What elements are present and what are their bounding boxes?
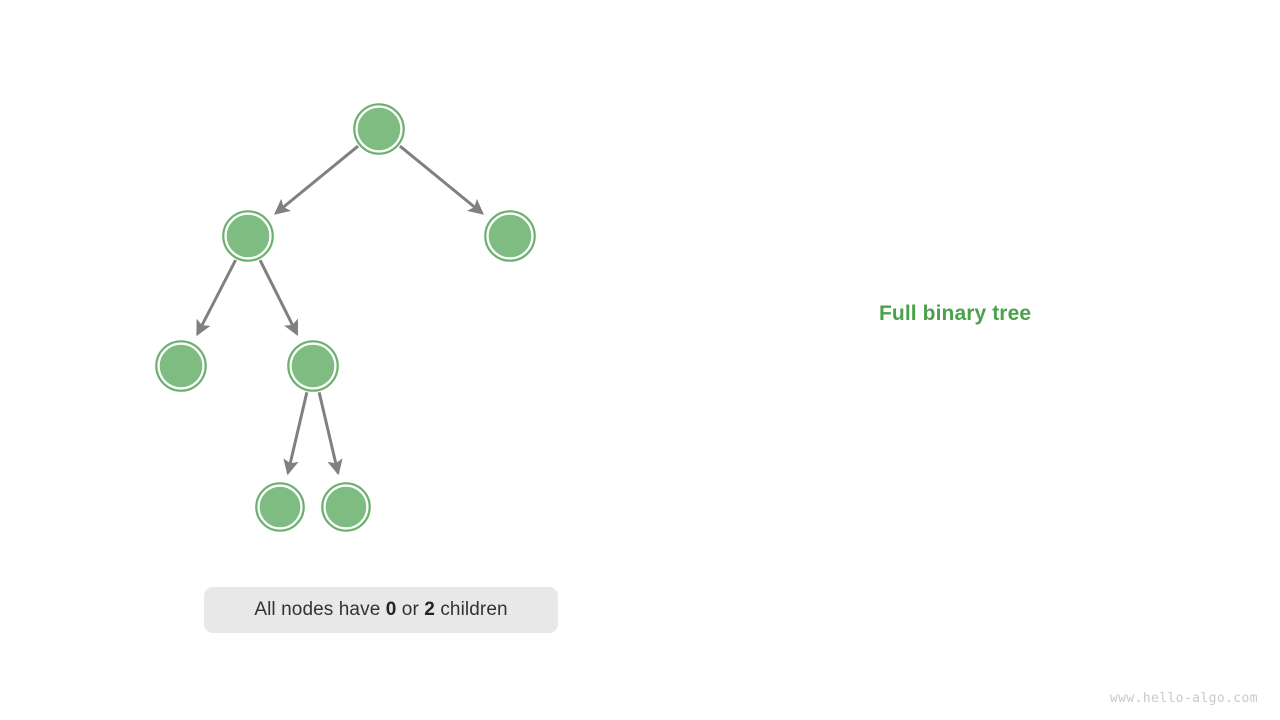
tree-node	[353, 103, 405, 155]
tree-node	[155, 340, 207, 392]
tree-node	[287, 340, 339, 392]
tree-node	[255, 482, 305, 532]
page-title: Full binary tree	[879, 302, 1032, 325]
tree-edge	[283, 391, 309, 476]
node-fill	[489, 215, 531, 257]
node-inner-ring	[289, 342, 337, 390]
node-inner-ring	[355, 105, 403, 153]
tree-edge	[398, 144, 484, 215]
node-inner-ring	[157, 342, 205, 390]
node-layer	[155, 103, 536, 532]
caption-box: All nodes have 0 or 2 children	[204, 587, 558, 633]
node-fill	[358, 108, 400, 150]
node-fill	[326, 487, 366, 527]
tree-edge	[317, 391, 343, 476]
tree-edge	[274, 144, 360, 215]
node-fill	[260, 487, 300, 527]
node-fill	[227, 215, 269, 257]
node-inner-ring	[224, 212, 272, 260]
edge-layer	[196, 144, 484, 476]
tree-edge	[196, 259, 237, 337]
tree-node	[321, 482, 371, 532]
tree-node	[484, 210, 536, 262]
node-inner-ring	[486, 212, 534, 260]
tree-node	[222, 210, 274, 262]
caption-text: All nodes have 0 or 2 children	[254, 599, 508, 620]
node-inner-ring	[257, 484, 303, 530]
node-inner-ring	[323, 484, 369, 530]
watermark: www.hello-algo.com	[1109, 691, 1258, 706]
node-fill	[292, 345, 334, 387]
node-fill	[160, 345, 202, 387]
tree-edge	[258, 259, 299, 336]
